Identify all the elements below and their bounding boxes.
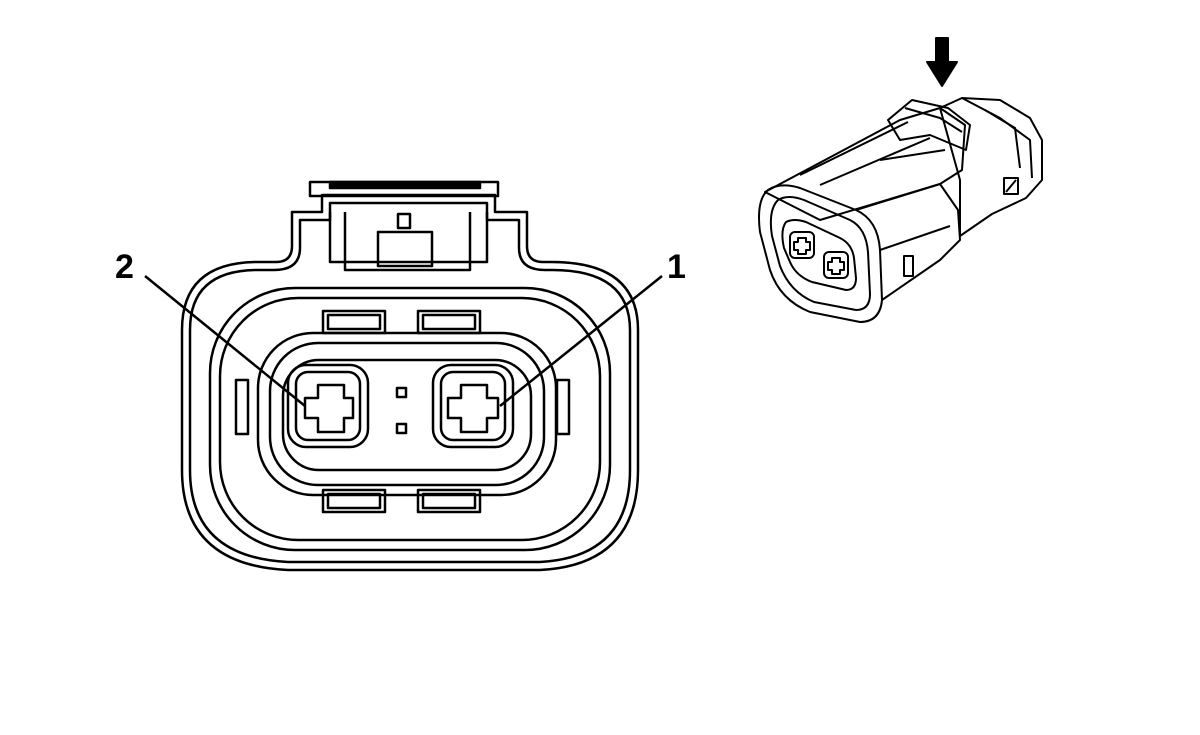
iso-rear-mark (1004, 178, 1018, 194)
seal-ring-mid (220, 298, 600, 540)
iso-rear-body (940, 98, 1042, 236)
pocket-top-right-inner (423, 315, 475, 329)
latch-tab (378, 232, 432, 266)
iso-side-body (856, 184, 960, 300)
iso-top-ridge-3 (880, 150, 945, 160)
cavity-2 (288, 365, 368, 447)
connector-isometric-view (759, 38, 1042, 322)
terminal-2-cross (305, 385, 353, 432)
center-mark-top (397, 388, 406, 397)
latch-inner (345, 212, 470, 270)
leader-line-2 (145, 276, 305, 406)
latch-slot (398, 214, 410, 228)
terminal-1-cross (448, 385, 498, 432)
pocket-top-right (418, 311, 480, 333)
terminal-insert-inner (270, 343, 544, 485)
pocket-bottom-left-inner (328, 494, 380, 508)
leader-line-1 (500, 276, 662, 406)
cavity-1 (433, 365, 513, 447)
iso-terminal-insert (782, 220, 856, 290)
iso-front-face-inner (771, 197, 870, 310)
terminal-insert-core (283, 360, 531, 470)
iso-terminal-cross-2 (794, 238, 810, 254)
latch-body (330, 212, 487, 262)
latch-top-fill (330, 182, 480, 188)
pocket-bottom-left (323, 490, 385, 512)
side-slot-left (236, 380, 248, 434)
center-mark-bottom (397, 424, 406, 433)
housing-outer-outline (182, 195, 638, 570)
iso-rear-edge-2 (985, 110, 1020, 168)
iso-side-body-edge (880, 226, 950, 250)
pocket-top-left (323, 311, 385, 333)
seal-ring-outer (210, 288, 610, 550)
connector-face-view (182, 182, 638, 570)
insertion-arrow-icon (927, 38, 957, 86)
iso-terminal-cross-1 (828, 258, 844, 274)
iso-top-ridge-2 (820, 138, 930, 185)
iso-top-body (765, 108, 965, 220)
iso-cavity-2 (790, 232, 814, 258)
pocket-bottom-right (418, 490, 480, 512)
iso-latch-line (905, 108, 962, 132)
pocket-top-left-inner (328, 315, 380, 329)
iso-side-slot (904, 256, 913, 276)
callout-label-pin-2: 2 (115, 248, 134, 286)
housing-outer-inner-line (190, 203, 630, 562)
iso-front-face (759, 185, 882, 322)
callout-label-pin-1: 1 (667, 248, 686, 286)
iso-latch (888, 100, 970, 150)
iso-cavity-1 (824, 252, 848, 278)
iso-top-ridge-1 (800, 122, 908, 175)
side-slot-right (557, 380, 569, 434)
pocket-bottom-right-inner (423, 494, 475, 508)
iso-rear-edge (962, 98, 1032, 178)
